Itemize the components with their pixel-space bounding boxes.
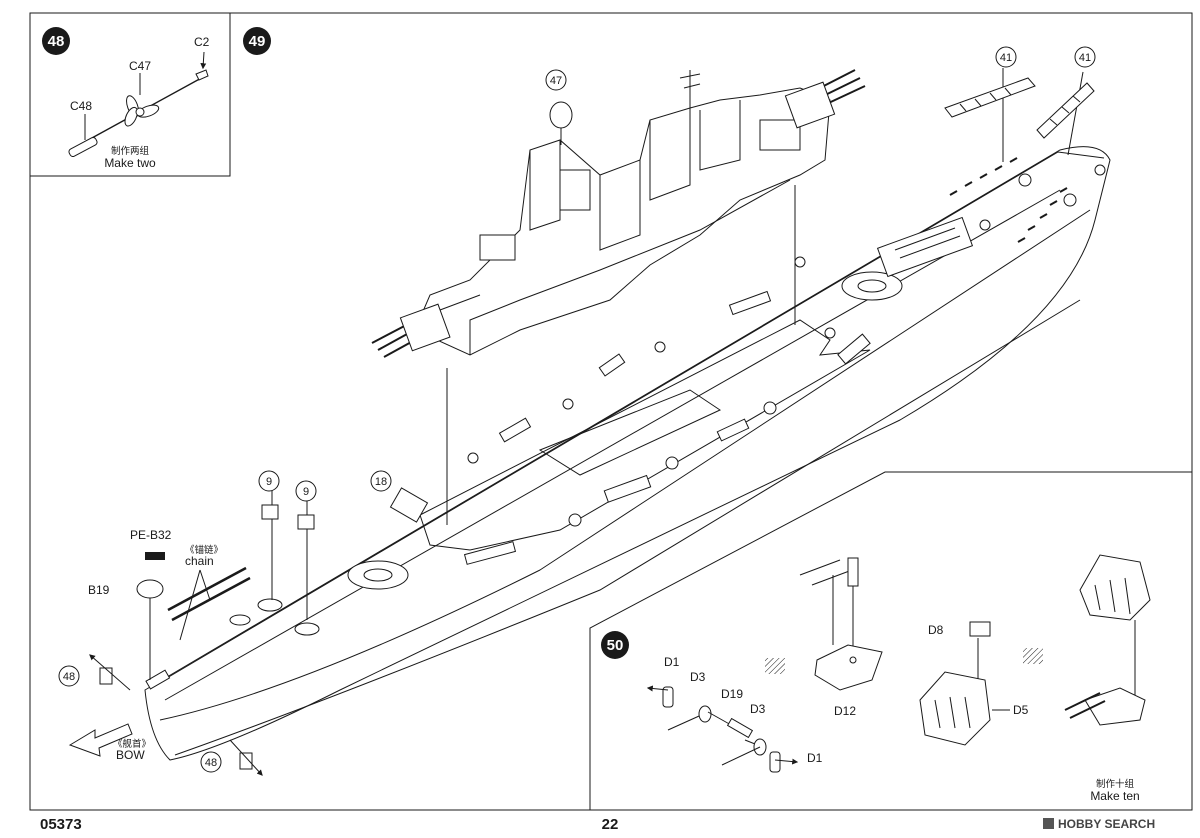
step-50-panel: 50 D1 D3 D19 D3 D1 [589, 471, 1192, 810]
part-41-racks [944, 77, 1095, 139]
svg-text:18: 18 [375, 476, 387, 488]
label-chain-en: chain [185, 554, 214, 568]
callout-41a: 41 [995, 46, 1017, 68]
label-c48: C48 [70, 99, 92, 113]
label-d5: D5 [1013, 703, 1029, 717]
svg-text:41: 41 [1000, 52, 1012, 64]
note-en-50: Make ten [1090, 789, 1139, 803]
step-48-badge [42, 27, 70, 55]
callout-9b: 9 [295, 480, 317, 502]
label-d8: D8 [928, 623, 944, 637]
svg-text:48: 48 [63, 671, 75, 683]
step-48-panel: 48 C2 C47 C48 制作两组 Make two [29, 12, 231, 177]
part-9-b [297, 514, 315, 530]
label-d1a: D1 [664, 655, 680, 669]
callout-18: 18 [370, 470, 392, 492]
label-bow-en: BOW [116, 748, 145, 762]
watermark-icon [1043, 818, 1054, 829]
turret-assembled [1079, 554, 1151, 621]
label-d19: D19 [721, 687, 743, 701]
callout-9a: 9 [258, 470, 280, 492]
page-frame [29, 12, 1193, 811]
part-d8-shape [969, 621, 991, 637]
note-cn-48: 制作两组 [111, 145, 150, 157]
callout-47: 47 [545, 69, 567, 91]
bow-arrow [68, 723, 133, 757]
part-d12-shape [799, 557, 883, 691]
step-48-number: 48 [48, 33, 65, 50]
part-c2-shape [195, 69, 209, 81]
callout-48a: 48 [58, 665, 80, 687]
step-49-panel: 49 [58, 27, 1111, 776]
label-peb32: PE-B32 [130, 528, 172, 542]
part-peb32-shape [145, 552, 165, 560]
part-b19-shape [136, 579, 164, 599]
turret-base-assembly [1064, 687, 1146, 726]
step-49-number: 49 [249, 33, 266, 50]
svg-text:9: 9 [266, 476, 272, 488]
page-number: 22 [602, 816, 619, 833]
watermark: HOBBY SEARCH [1043, 817, 1155, 831]
svg-text:47: 47 [550, 75, 562, 87]
label-d1b: D1 [807, 751, 823, 765]
superstructure-drawing [371, 69, 866, 358]
svg-text:48: 48 [205, 757, 217, 769]
callout-41b: 41 [1074, 46, 1096, 68]
step-49-badge [243, 27, 271, 55]
callout-48b: 48 [200, 751, 222, 773]
note-en-48: Make two [104, 156, 156, 170]
label-bow-cn: 《舰首》 [113, 738, 151, 750]
label-d12: D12 [834, 704, 856, 718]
hull-drawing [144, 146, 1111, 761]
svg-text:HOBBY SEARCH: HOBBY SEARCH [1058, 817, 1155, 831]
svg-text:9: 9 [303, 486, 309, 498]
label-b19: B19 [88, 583, 110, 597]
svg-text:41: 41 [1079, 52, 1091, 64]
hatch-2 [1023, 648, 1043, 664]
part-9-a [261, 504, 279, 520]
note-cn-50: 制作十组 [1096, 778, 1135, 790]
part-c48-shape [68, 136, 98, 158]
hatch-1 [765, 658, 785, 674]
label-chain-cn: 《锚链》 [185, 544, 223, 556]
part-c47-propeller [124, 95, 160, 127]
part-d5-shape [919, 671, 991, 746]
label-d3b: D3 [750, 702, 766, 716]
label-c47: C47 [129, 59, 151, 73]
product-code: 05373 [40, 816, 82, 833]
label-d3a: D3 [690, 670, 706, 684]
label-c2: C2 [194, 35, 210, 49]
step-50-badge [601, 631, 629, 659]
step-50-number: 50 [607, 637, 624, 654]
